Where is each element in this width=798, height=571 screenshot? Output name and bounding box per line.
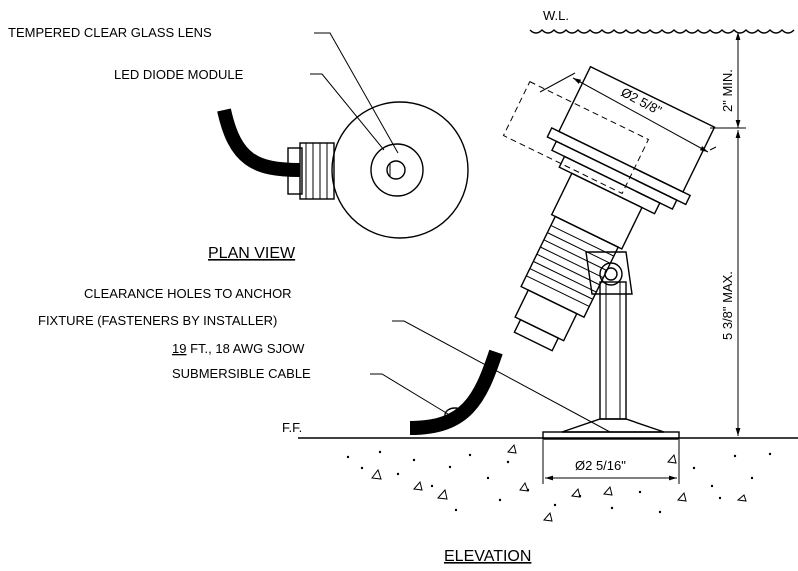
base-flange [561, 418, 665, 433]
base-diameter-dim: Ø2 5/16" [575, 458, 626, 473]
support-post [599, 281, 627, 420]
dimension-base: Ø2 5/16" [542, 440, 680, 484]
plan-lens-inner [370, 143, 424, 197]
lens-diameter-dim: Ø2 5/8" [619, 84, 665, 118]
lens-bezel [546, 126, 692, 206]
gland-nut [514, 289, 578, 342]
gravel-triangles [371, 443, 747, 522]
cable-label-line2: SUBMERSIBLE CABLE [172, 366, 311, 381]
plan-lens-ring [331, 101, 469, 239]
dimension-lens: Ø2 5/8" [539, 72, 717, 153]
led-leader [310, 73, 385, 151]
max-height-dim: 5 3/8" MAX. [720, 271, 735, 340]
dimension-min-depth: 2" MIN. [710, 32, 746, 129]
lens-label: TEMPERED CLEAR GLASS LENS [8, 25, 212, 40]
fixture-body [502, 65, 716, 352]
cable-leader [370, 373, 449, 415]
clearance-leader [392, 320, 611, 433]
lens-leader [314, 32, 399, 154]
plan-view-title: PLAN VIEW [208, 245, 296, 262]
cable-spec: FT., 18 AWG SJOW [186, 341, 305, 356]
cable-length: 19 [172, 341, 186, 356]
water-level-label: W.L. [543, 8, 569, 23]
plan-view: PLAN VIEW [208, 101, 469, 262]
plan-led-diode [386, 160, 406, 180]
gravel-pattern [346, 450, 772, 514]
fixture-neck [550, 172, 643, 250]
finished-floor-label: F.F. [282, 420, 302, 435]
lens-housing [557, 65, 716, 193]
dimension-max-height: 5 3/8" MAX. [720, 130, 741, 436]
threaded-stem [520, 215, 620, 319]
elevation-title: ELEVATION [444, 548, 531, 565]
clearance-label-line2: FIXTURE (FASTENERS BY INSTALLER) [38, 313, 277, 328]
cable-label-line1: 19 FT., 18 AWG SJOW [172, 341, 305, 356]
min-depth-dim: 2" MIN. [720, 69, 735, 112]
led-label: LED DIODE MODULE [114, 67, 244, 82]
clearance-label-line1: CLEARANCE HOLES TO ANCHOR [84, 286, 292, 301]
plan-cable [217, 108, 301, 177]
water-level-line [529, 29, 795, 34]
